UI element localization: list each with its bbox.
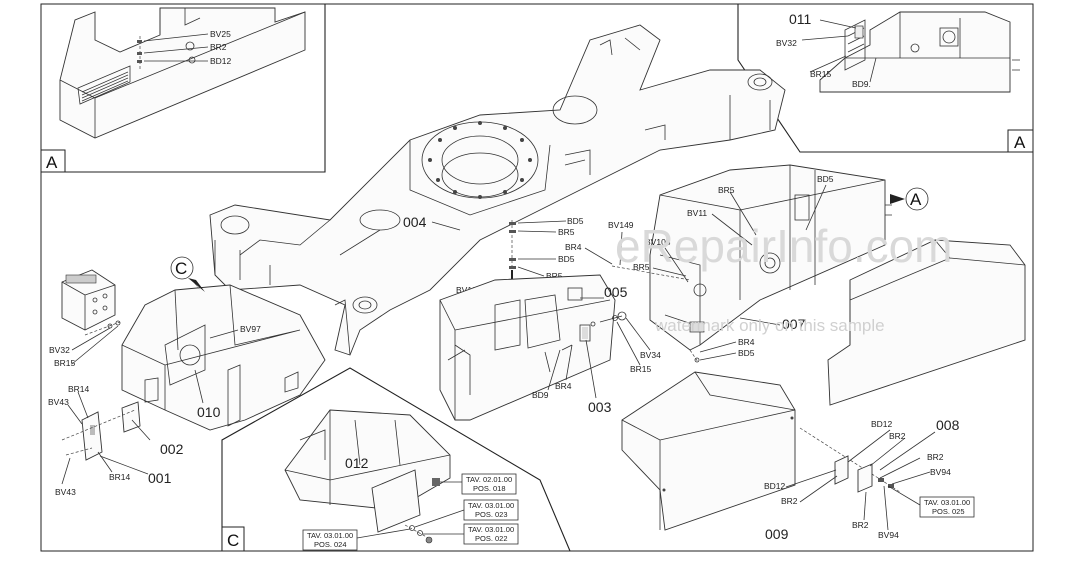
tav-pos-024: POS. 024: [314, 540, 347, 549]
callout-br14-a: BR14: [68, 384, 90, 394]
callout-bv11: BV11: [687, 208, 707, 218]
tav-label-024: TAV. 03.01.00: [307, 531, 353, 540]
part-number-008: 008: [936, 417, 960, 433]
hinge-008: 008 BD12 BR2 BR2 BV94 BD12 BR2 BR2 BV94 …: [764, 417, 975, 542]
callout-br2-r2: BR2: [927, 452, 944, 462]
callout-bv34: BV34: [640, 350, 661, 360]
callout-bv43-b: BV43: [55, 487, 76, 497]
section-marker-a: A: [910, 190, 922, 209]
connector-block: BV32 BR15: [49, 269, 121, 368]
main-frame-004: 004: [209, 24, 786, 356]
callout-br2-b: BR2: [852, 520, 869, 530]
callout-bd12-l: BD12: [764, 481, 786, 491]
callout-bd5: BD5: [567, 216, 584, 226]
brackets-001-002: BR14 BV43 BR14 BV43 002 001: [48, 384, 184, 497]
long-cover: [827, 239, 1026, 406]
callout-bv32-l: BV32: [49, 345, 70, 355]
callout-br2-l: BR2: [781, 496, 798, 506]
callout-br5: BR5: [558, 227, 575, 237]
callout-bd5-d: BD5: [817, 174, 834, 184]
tav-pos-023: POS. 023: [475, 510, 508, 519]
callout-br4-a: BR4: [565, 242, 582, 252]
callout-bd9: BD9.: [852, 79, 871, 89]
callout-bv25: BV25: [210, 29, 231, 39]
callout-bv94-b: BV94: [878, 530, 899, 540]
callout-br2: BR2: [210, 42, 227, 52]
callout-bd12-r: BD12: [871, 419, 893, 429]
section-marker-c: C: [175, 259, 187, 278]
callout-br4-e: BR4: [738, 337, 755, 347]
part-number-009: 009: [765, 526, 789, 542]
callout-br5-c: BR5: [633, 262, 650, 272]
tav-label-018: TAV. 02.01.00: [466, 475, 512, 484]
callout-br5-b: BR5: [546, 271, 563, 281]
tav-label-025: TAV. 03.01.00: [924, 498, 970, 507]
inset-a-top-right: 011 BV32 BR15 BD9. A: [737, 4, 1034, 153]
box-010: 010 BV97 C: [121, 256, 326, 431]
part-number-001: 001: [148, 470, 172, 486]
tav-pos-025: POS. 025: [932, 507, 965, 516]
part-number-002: 002: [160, 441, 184, 457]
part-number-012: 012: [345, 455, 369, 471]
part-number-003: 003: [588, 399, 612, 415]
part-number-010: 010: [197, 404, 221, 420]
callout-br15: BR15: [810, 69, 832, 79]
diagram-frame: [40, 3, 1034, 552]
inset-a-top-left: BV25 BR2 BD12 A: [40, 4, 326, 173]
part-number-004: 004: [403, 214, 427, 230]
tav-pos-018: POS. 018: [473, 484, 506, 493]
callout-bd5-e: BD5: [738, 348, 755, 358]
watermark-logo: eRepairInfo.com: [615, 220, 953, 272]
callout-bv97: BV97: [240, 324, 261, 334]
callout-br5-d: BR5: [718, 185, 735, 195]
callout-br2-r1: BR2: [889, 431, 906, 441]
callout-bv94-r: BV94: [930, 467, 951, 477]
inset-c-bottom: 012 TAV. 02.01.00 POS. 018 TAV. 03.01.00…: [221, 367, 571, 552]
callout-bd9-f: BD9: [532, 390, 549, 400]
callout-br15-e: BR15: [630, 364, 652, 374]
callout-bv105: BV105: [645, 237, 671, 247]
callout-br15-l: BR15: [54, 358, 76, 368]
part-number-007: 007: [782, 316, 806, 332]
callout-bd12: BD12: [210, 56, 232, 66]
housing-003: 003 005 BD9 BR4 BV34 BR15: [439, 274, 661, 421]
section-letter-a-right: A: [1014, 133, 1026, 152]
part-number-011: 011: [789, 11, 812, 27]
section-letter-a: A: [46, 153, 58, 172]
callout-bv149: BV149: [608, 220, 634, 230]
callout-bd5-b: BD5: [558, 254, 575, 264]
tav-label-023: TAV. 03.01.00: [468, 501, 514, 510]
tav-pos-022: POS. 022: [475, 534, 508, 543]
callout-br14-b: BR14: [109, 472, 131, 482]
housing-007: 007 BR5 BV11 BD5 BR4 BD5 BV149 BR4 BV105…: [565, 164, 929, 363]
bottom-cover-009: [621, 371, 796, 531]
watermark-note: watermark only on this sample: [654, 316, 885, 335]
callout-bv32: BV32: [776, 38, 797, 48]
section-letter-c: C: [227, 531, 239, 550]
callout-bv43-a: BV43: [48, 397, 69, 407]
part-number-005: 005: [604, 284, 628, 300]
tav-label-022: TAV. 03.01.00: [468, 525, 514, 534]
callout-br4-f: BR4: [555, 381, 572, 391]
